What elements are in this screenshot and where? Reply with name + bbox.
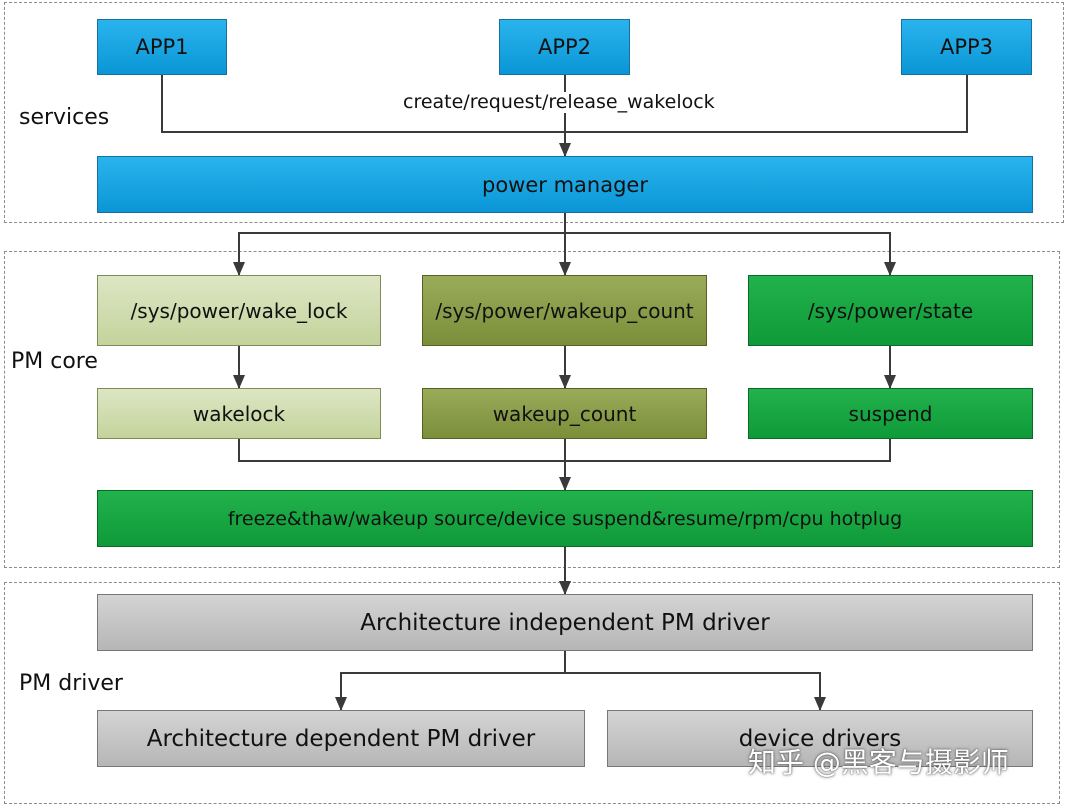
app3-connector (565, 75, 968, 133)
pm-driver-group-label: PM driver (19, 671, 123, 696)
to-device-drivers-arrow (565, 672, 826, 711)
suspend-merge (565, 439, 891, 462)
app3-box: APP3 (901, 19, 1032, 75)
suspend-box: suspend (748, 388, 1033, 439)
sys-power-wake-lock-box: /sys/power/wake_lock (97, 275, 381, 346)
services-group-label: services (19, 105, 110, 130)
app1-connector (161, 75, 565, 133)
to-arch-dependent-arrow (335, 672, 565, 711)
to-state-arrow (565, 232, 896, 276)
freeze-thaw-bar: freeze&thaw/wakeup source/device suspend… (97, 490, 1033, 547)
watermark-text: 知乎 @黑客与摄影师 (748, 746, 1009, 779)
pm-driver-group (4, 582, 1060, 804)
sys-power-wakeup-count-box: /sys/power/wakeup_count (422, 275, 707, 346)
sys-power-state-box: /sys/power/state (748, 275, 1033, 346)
arch-independent-pm-driver-box: Architecture independent PM driver (97, 594, 1033, 651)
power-manager-box: power manager (97, 156, 1033, 213)
pm-core-group-label: PM core (11, 349, 98, 374)
app2-box: APP2 (499, 19, 630, 75)
wakelock-api-label: create/request/release_wakelock (401, 91, 717, 113)
pm-core-group (4, 251, 1060, 568)
wakeup-count-box: wakeup_count (422, 388, 707, 439)
wakelock-merge (238, 439, 565, 462)
app1-box: APP1 (97, 19, 227, 75)
device-drivers-box: device drivers (607, 710, 1033, 767)
to-wake-lock-arrow (233, 232, 565, 276)
wakelock-box: wakelock (97, 388, 381, 439)
services-group (4, 2, 1064, 223)
arch-dependent-pm-driver-box: Architecture dependent PM driver (97, 710, 585, 767)
